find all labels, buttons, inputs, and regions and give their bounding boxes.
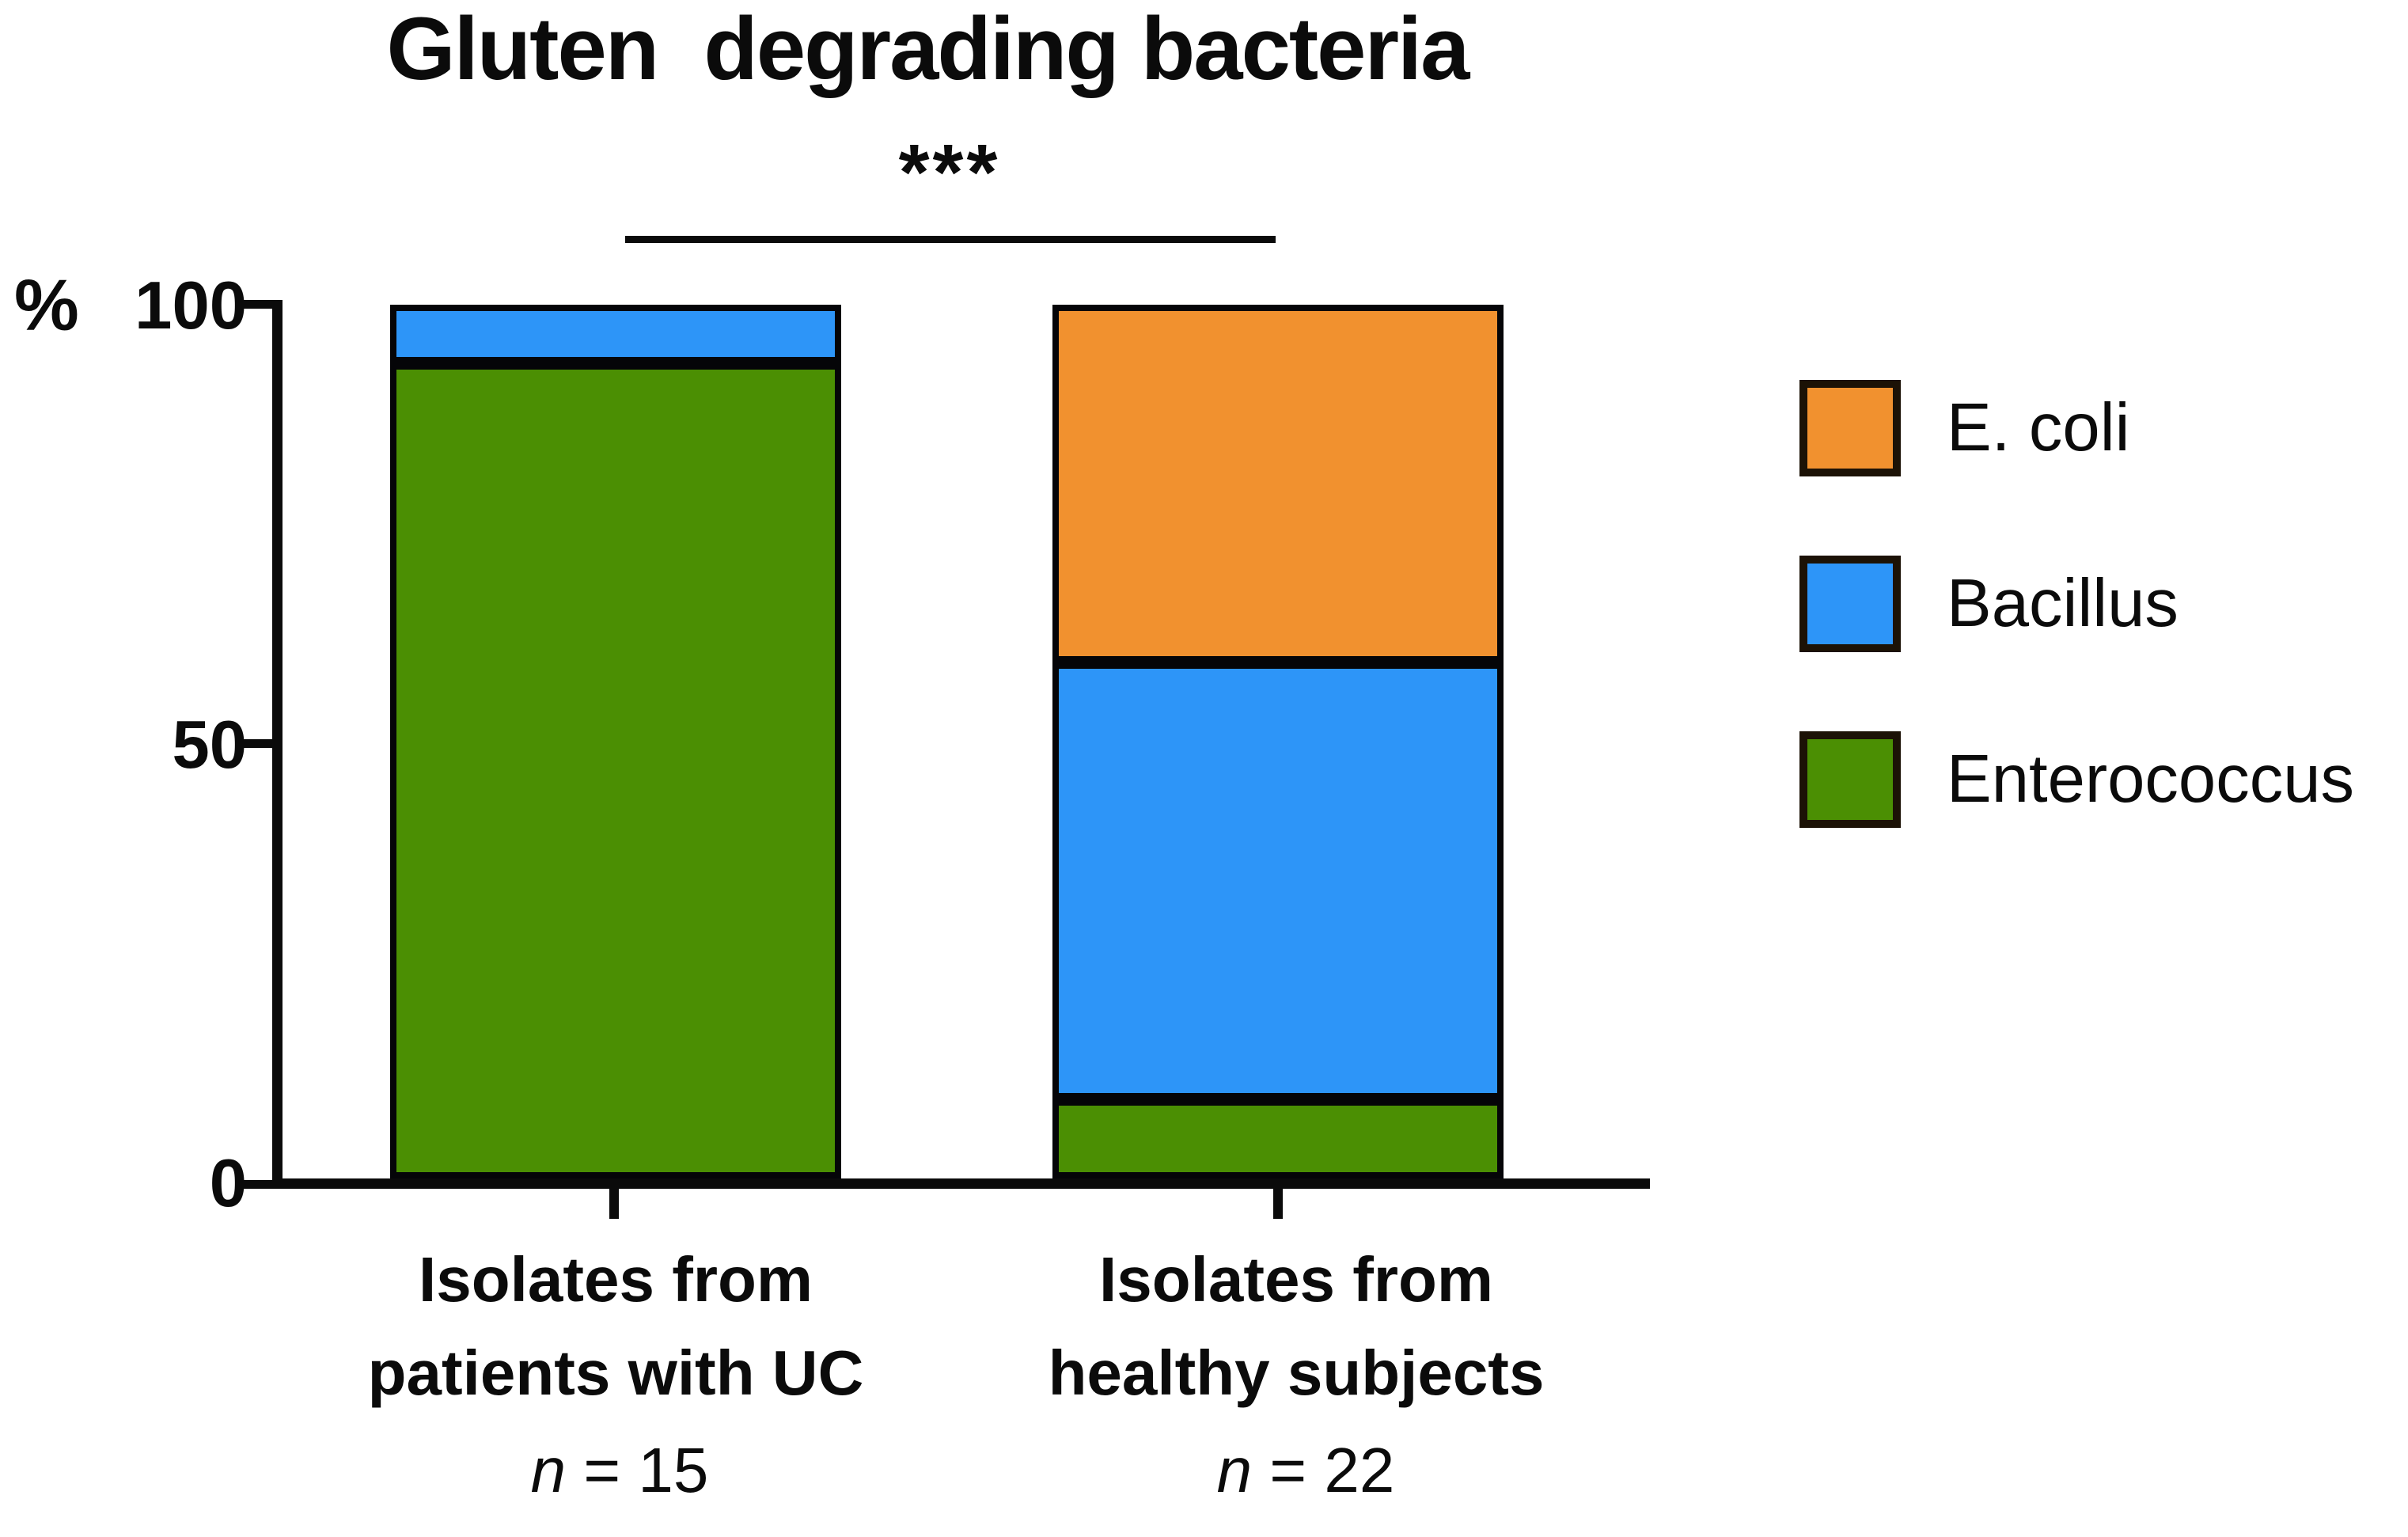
bar-segment-bacillus <box>390 305 841 363</box>
x-axis-line <box>272 1178 1650 1189</box>
bar-segment-enterococcus <box>390 362 841 1178</box>
stacked-bar-healthy-subjects <box>1052 305 1504 1178</box>
legend-swatch-bacillus <box>1799 556 1901 652</box>
bar-segment-e-coli <box>1052 305 1504 662</box>
significance-line <box>625 236 1276 243</box>
category-label-healthy: Isolates from healthy subjects <box>980 1233 1613 1420</box>
y-tick-mark-100 <box>241 300 272 309</box>
legend-label-ecoli: E. coli <box>1947 390 2130 465</box>
legend-swatch-enterococcus <box>1799 731 1901 828</box>
x-tick-mark-healthy <box>1273 1189 1283 1219</box>
category-label-healthy-line2: healthy subjects <box>1048 1338 1545 1408</box>
legend-label-enterococcus: Enterococcus <box>1947 742 2354 817</box>
legend-label-bacillus: Bacillus <box>1947 566 2179 641</box>
category-label-uc: Isolates from patients with UC <box>299 1233 932 1420</box>
significance-stars: *** <box>898 128 1001 217</box>
y-tick-mark-0 <box>241 1180 272 1189</box>
sample-size-label-healthy: n = 22 <box>989 1433 1622 1508</box>
sample-size-label-uc: n = 15 <box>303 1433 936 1508</box>
x-tick-mark-uc <box>609 1189 619 1219</box>
y-axis-unit-label: % <box>14 265 79 346</box>
category-label-healthy-line1: Isolates from <box>1099 1244 1493 1315</box>
legend-swatch-ecoli <box>1799 380 1901 476</box>
y-tick-label-100: 100 <box>135 268 247 343</box>
y-tick-mark-50 <box>241 739 272 748</box>
n-symbol: n <box>1216 1435 1253 1505</box>
n-symbol: n <box>530 1435 567 1505</box>
y-axis-line <box>272 300 283 1189</box>
stacked-bar-uc-patients <box>390 305 841 1178</box>
bar-segment-bacillus <box>1052 662 1504 1099</box>
chart-title: Gluten degrading bacteria <box>386 0 1470 98</box>
n-value: = 15 <box>566 1435 709 1505</box>
bar-segment-enterococcus <box>1052 1099 1504 1178</box>
category-label-uc-line1: Isolates from <box>419 1244 813 1315</box>
y-tick-label-50: 50 <box>172 708 247 783</box>
category-label-uc-line2: patients with UC <box>367 1338 864 1408</box>
y-tick-label-0: 0 <box>209 1146 247 1221</box>
n-value: = 22 <box>1252 1435 1395 1505</box>
